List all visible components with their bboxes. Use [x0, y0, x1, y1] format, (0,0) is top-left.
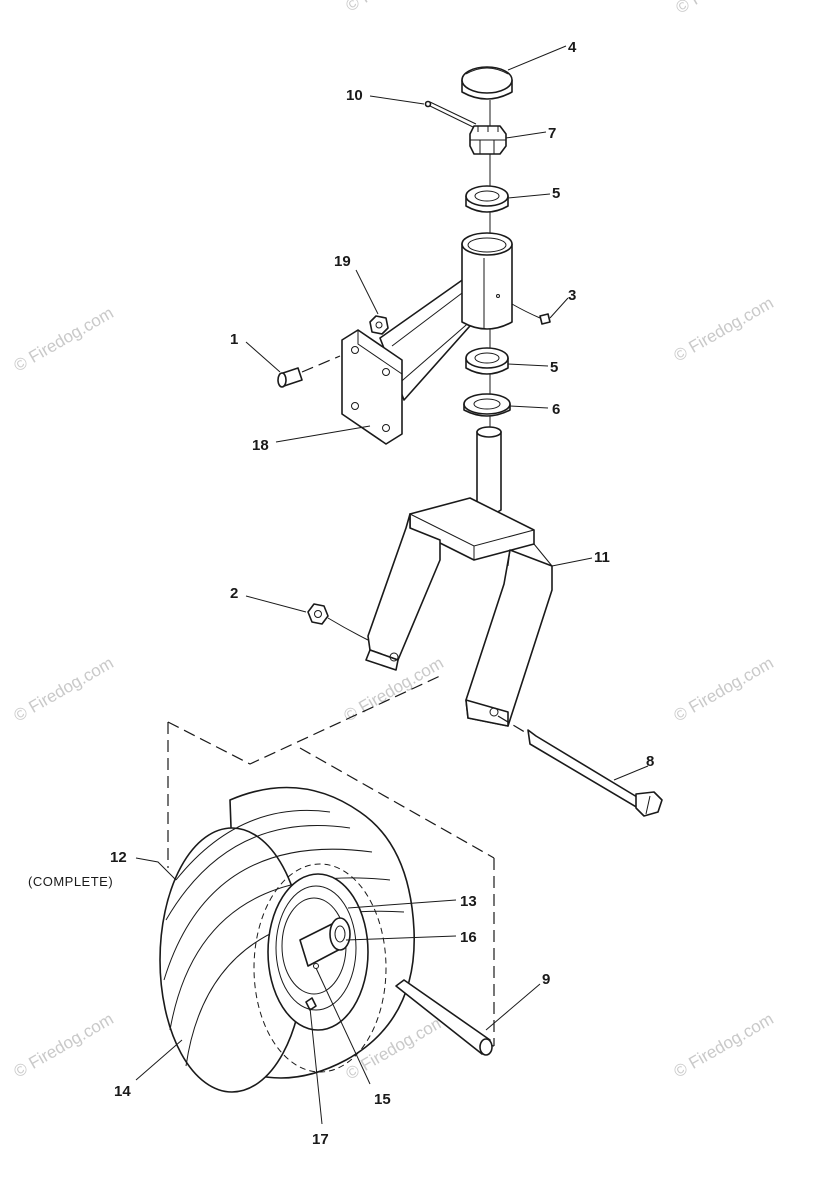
- watermark: © Firedog.com: [11, 1009, 117, 1081]
- bearing-upper-part: [465, 185, 509, 213]
- nut-2-part: [307, 603, 369, 641]
- callout-10: 10: [346, 87, 363, 104]
- callout-11: 11: [594, 549, 610, 566]
- callout-3: 3: [568, 287, 576, 304]
- bolt-1-part: [277, 355, 341, 388]
- callout-15: 15: [374, 1091, 391, 1108]
- callout-9: 9: [542, 971, 550, 988]
- watermark: © Firedog.com: [673, 0, 779, 17]
- cotter-pin-part: [424, 100, 477, 129]
- bearing-lower-part: [465, 347, 509, 375]
- callout-7: 7: [548, 125, 556, 142]
- watermark-main: © Firedog.com: [11, 303, 117, 375]
- callout-4: 4: [568, 39, 577, 56]
- watermark: © Firedog.com: [671, 1009, 777, 1081]
- callout-14: 14: [114, 1083, 131, 1100]
- callout-16: 16: [460, 929, 477, 946]
- watermark: © Firedog.com: [671, 293, 777, 365]
- callout-12-note: (COMPLETE): [28, 874, 113, 889]
- watermark: © Firedog.com: [343, 0, 449, 15]
- grease-fitting-part: [511, 303, 551, 325]
- watermark: © Firedog.com: [671, 653, 777, 725]
- callout-5-upper: 5: [552, 185, 560, 202]
- axle-bolt-part: [497, 715, 663, 817]
- seal-part: [463, 393, 511, 417]
- wheel-tire-part: [159, 786, 415, 1093]
- callout-8: 8: [646, 753, 654, 770]
- callout-2: 2: [230, 585, 238, 602]
- callout-6: 6: [552, 401, 560, 418]
- caster-mount-arm-part: [341, 232, 513, 445]
- callout-12: 12: [110, 849, 127, 866]
- callout-5-lower: 5: [550, 359, 558, 376]
- callout-1: 1: [230, 331, 238, 348]
- callouts: 4 10 7 5 19 3 1 5 6 18 11 2 8 12 (COMPLE…: [28, 39, 654, 1148]
- callout-17: 17: [312, 1131, 329, 1148]
- castle-nut-part: [469, 125, 507, 155]
- callout-19: 19: [334, 253, 351, 270]
- callout-18: 18: [252, 437, 269, 454]
- dust-cap-part: [461, 66, 513, 100]
- callout-13: 13: [460, 893, 477, 910]
- leader-lines: [135, 45, 649, 1125]
- spacer-tube-part: [395, 979, 493, 1056]
- caster-fork-part: [365, 426, 553, 727]
- nut-19-part: [369, 315, 389, 335]
- watermark: © Firedog.com: [11, 653, 117, 725]
